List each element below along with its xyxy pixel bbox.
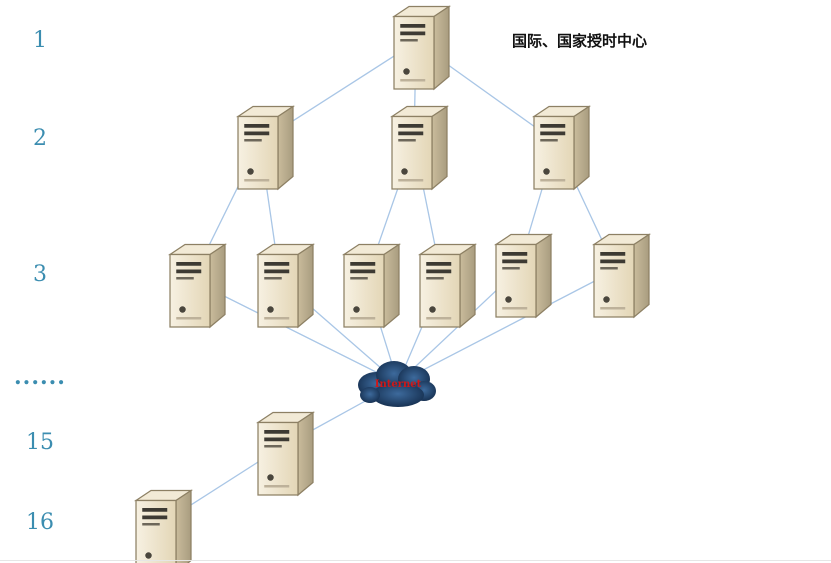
server-icon — [343, 243, 400, 328]
internet-cloud-icon: Internet — [358, 361, 436, 407]
level-label-16: 16 — [26, 510, 54, 535]
server-icon — [237, 105, 294, 190]
server-icon — [169, 243, 226, 328]
server-icon — [533, 105, 590, 190]
internet-label: Internet — [375, 379, 422, 390]
server-icon — [391, 105, 448, 190]
level-label-3: 3 — [33, 262, 47, 287]
server-icon — [257, 243, 314, 328]
server-icon — [593, 233, 650, 318]
level-label-1: 1 — [33, 28, 47, 53]
server-icon — [419, 243, 476, 328]
divider — [0, 560, 831, 561]
server-icon — [257, 411, 314, 496]
server-icon — [393, 5, 450, 90]
time-center-title: 国际、国家授时中心 — [512, 32, 648, 50]
level-label-15: 15 — [26, 430, 54, 455]
link-line — [191, 279, 399, 384]
level-label-2: 2 — [33, 126, 47, 151]
server-icon — [135, 489, 192, 563]
server-icon — [495, 233, 552, 318]
link-line — [397, 269, 617, 384]
level-ellipsis: ...... — [14, 364, 66, 390]
server-nodes — [135, 5, 650, 563]
